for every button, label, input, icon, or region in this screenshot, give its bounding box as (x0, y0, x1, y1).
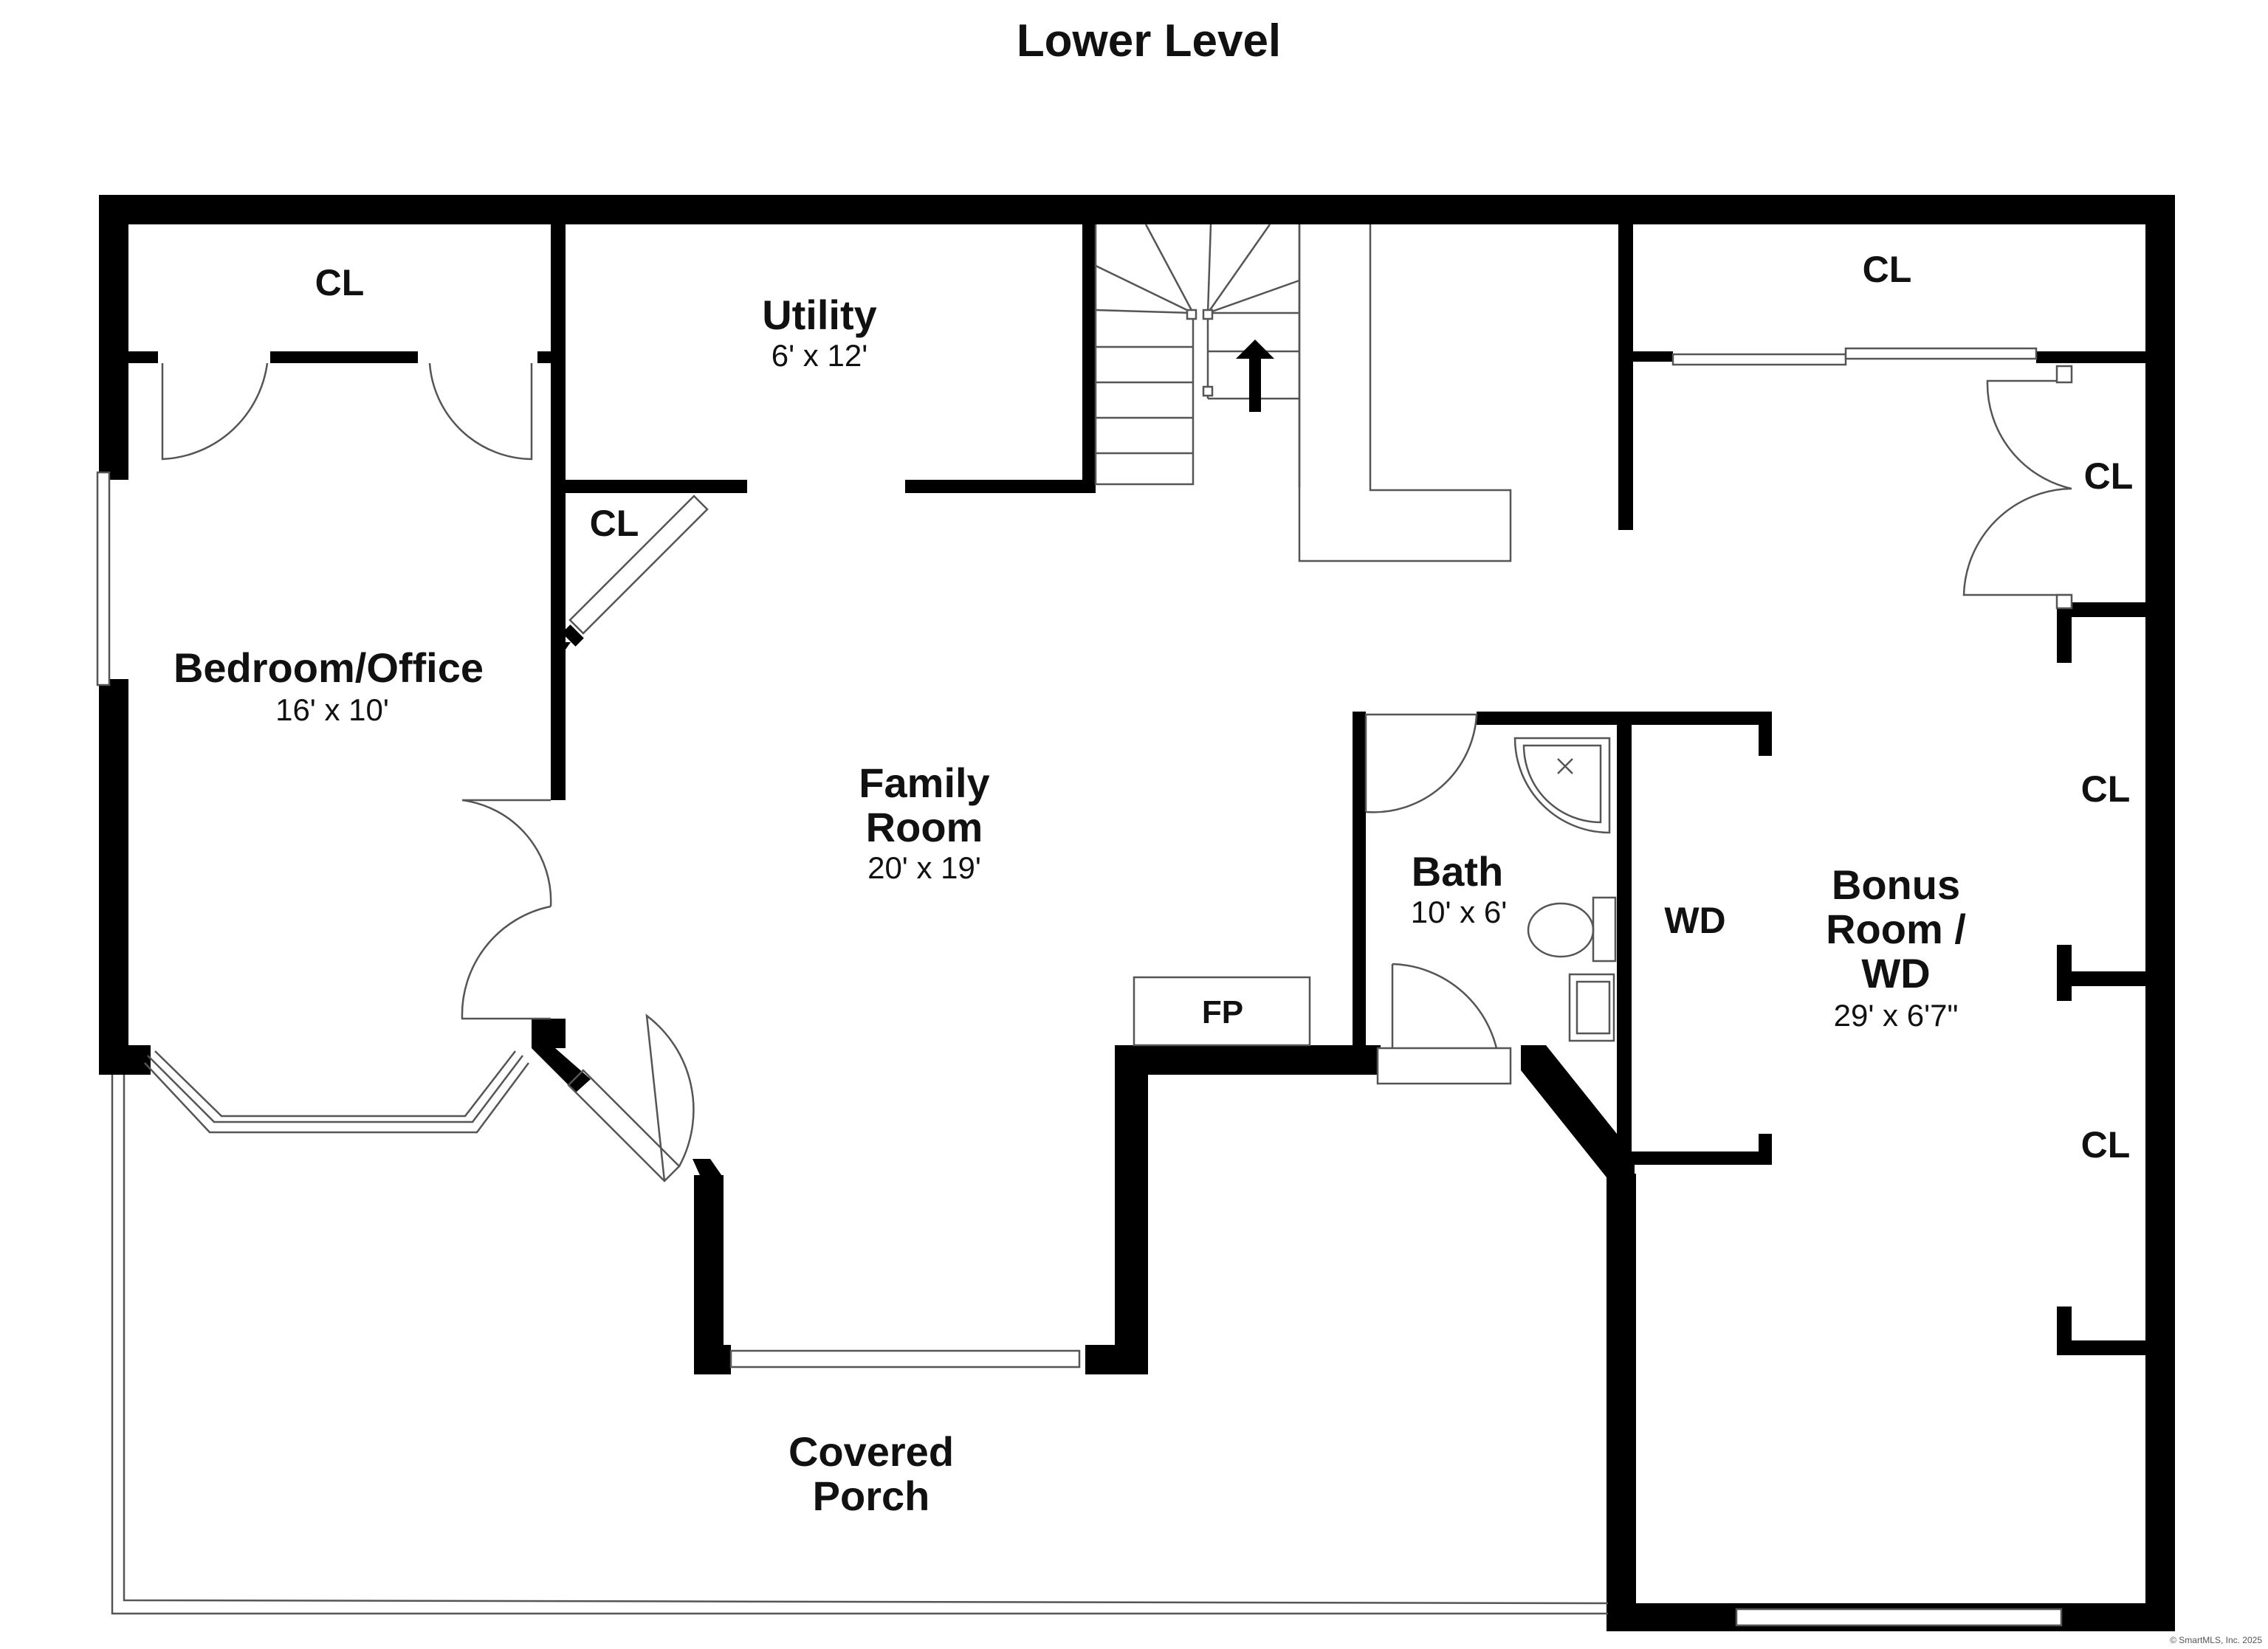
family-name-line1: Family (859, 760, 989, 806)
bath-name: Bath (1412, 848, 1503, 895)
west-window (96, 471, 111, 686)
door-swings (161, 362, 2072, 1182)
closet-label-family: CL (590, 503, 639, 544)
closet-label-top-right: CL (1863, 249, 1912, 290)
porch-name-line1: Covered (788, 1428, 954, 1475)
room-bedroom: Bedroom/Office 16' x 10' (173, 644, 484, 727)
bath-fixtures (1513, 737, 1617, 1042)
bonus-name-line3: WD (1861, 950, 1930, 996)
bedroom-dims: 16' x 10' (275, 692, 389, 727)
utility-dims: 6' x 12' (772, 338, 867, 373)
closet-label-right-3: CL (2081, 1124, 2131, 1166)
bath-dims: 10' x 6' (1411, 895, 1507, 929)
room-porch: Covered Porch (788, 1428, 954, 1519)
plan-title: Lower Level (1017, 16, 1281, 66)
closet-label-right-2: CL (2081, 768, 2131, 810)
up-arrow-icon (1236, 340, 1274, 412)
family-name-line2: Room (866, 804, 983, 850)
family-dims: 20' x 19' (867, 850, 981, 885)
porch-name-line2: Porch (813, 1473, 930, 1519)
staircase (1094, 224, 1301, 487)
room-bath: Bath 10' x 6' (1411, 848, 1507, 929)
washer-dryer-label: WD (1664, 900, 1725, 941)
room-family: Family Room 20' x 19' (859, 760, 989, 885)
bonus-dims: 29' x 6'7" (1834, 998, 1959, 1033)
sliding-door (1671, 347, 2073, 610)
bonus-name-line2: Room / (1826, 906, 1966, 952)
fireplace-label: FP (1202, 994, 1243, 1030)
bonus-name-line1: Bonus (1832, 861, 1960, 908)
fireplace (1133, 976, 1311, 1047)
interior-walls (128, 195, 2175, 1355)
family-window (729, 1349, 1081, 1369)
copyright-notice: © SmartMLS, Inc. 2025 (2170, 1635, 2262, 1645)
room-bonus: Bonus Room / WD 29' x 6'7" (1826, 861, 1966, 1033)
closet-label-right-1: CL (2084, 455, 2134, 497)
utility-name: Utility (762, 292, 877, 338)
porch-outline (111, 1075, 1608, 1615)
counter (1298, 224, 1512, 562)
bay-window (144, 1050, 530, 1134)
bedroom-name: Bedroom/Office (173, 644, 484, 691)
closet-label-bedroom: CL (315, 262, 365, 303)
room-utility: Utility 6' x 12' (762, 292, 877, 373)
